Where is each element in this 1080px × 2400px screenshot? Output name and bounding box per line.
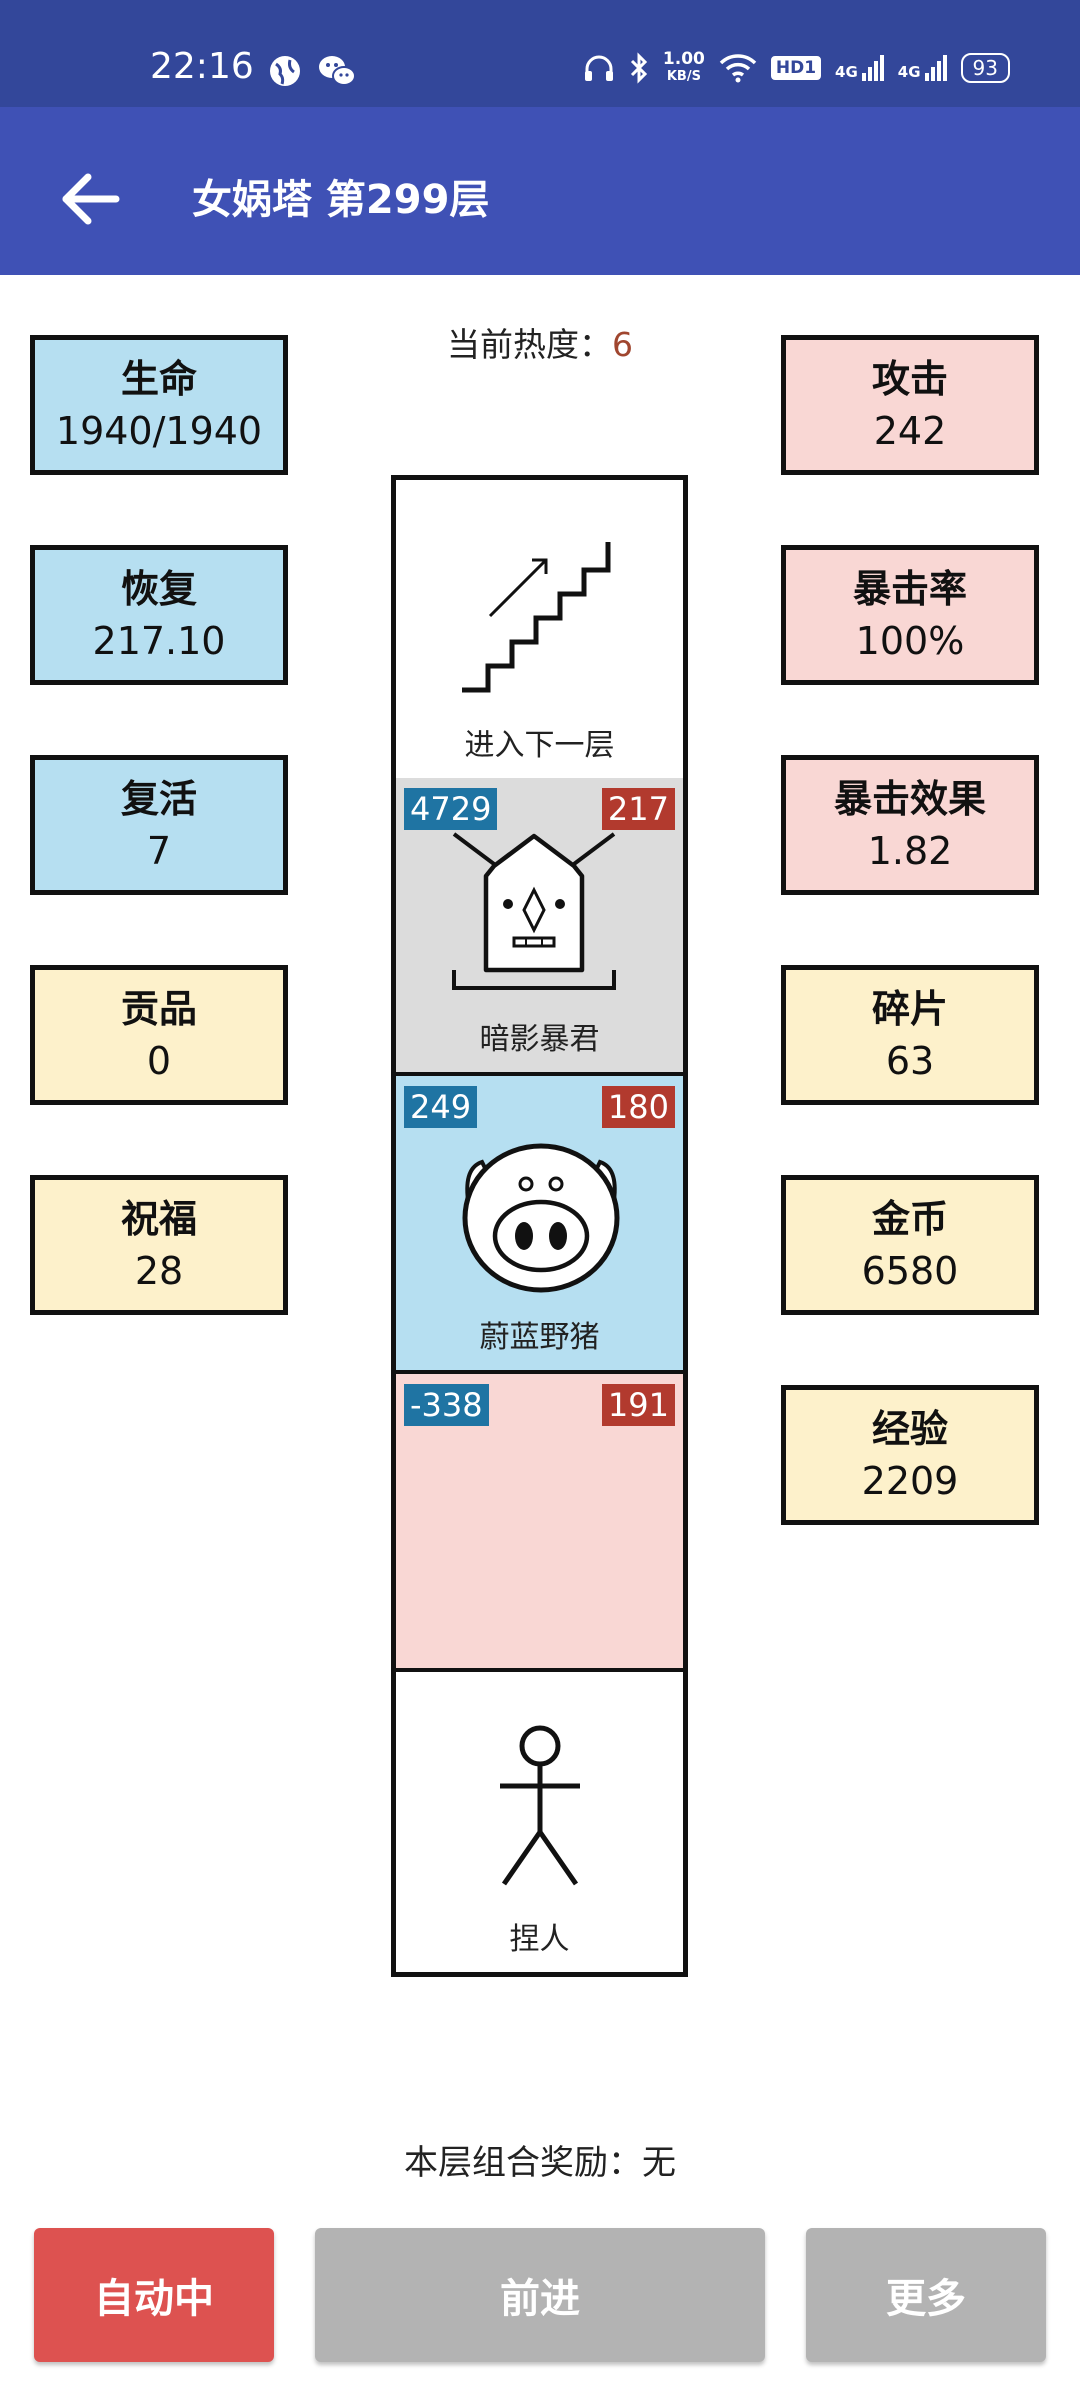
reward-label: 本层组合奖励： [404, 2143, 642, 2183]
current-heat: 当前热度：6 [0, 318, 1080, 366]
stat-crit-effect: 暴击效果 1.82 [781, 755, 1039, 895]
stick-figure-icon [500, 1725, 580, 1886]
battery-icon: 93 [960, 53, 1010, 83]
stat-hp: 生命 1940/1940 [30, 335, 288, 475]
enemy-attack-badge: 180 [601, 1086, 675, 1128]
enemy-hp-badge: 4729 [404, 788, 498, 830]
heat-value: 6 [612, 325, 633, 364]
hd-icon: HD1 [770, 56, 822, 80]
status-time: 22:16 [150, 46, 254, 87]
stat-attack: 攻击 242 [781, 335, 1039, 475]
stat-revive: 复活 7 [30, 755, 288, 895]
enemy-name: 暗影暴君 [479, 1022, 600, 1057]
stat-blessing: 祝福 28 [30, 1175, 288, 1315]
page-title: 女娲塔 第299层 [192, 177, 490, 223]
floor-combo-reward: 本层组合奖励：无 [0, 2135, 1080, 2184]
forward-button[interactable]: 前进 [315, 2228, 765, 2362]
heat-label: 当前热度： [447, 325, 612, 364]
app-bar: 女娲塔 第299层 [0, 107, 1080, 275]
globe-icon [270, 56, 300, 86]
stat-experience: 经验 2209 [781, 1385, 1039, 1525]
status-bar: 22:16 1.00 KB/S [0, 0, 1080, 107]
enemy-hp-badge: -338 [404, 1384, 489, 1426]
enemy-attack-badge: 191 [601, 1384, 675, 1426]
shadow-tyrant-icon [452, 832, 616, 990]
signal-icon: 4G [835, 55, 884, 81]
tower-cell-unknown[interactable]: -338 191 [396, 1374, 683, 1672]
more-button[interactable]: 更多 [806, 2228, 1046, 2362]
tower-cell-enemy-shadow-tyrant[interactable]: 4729 217 暗影暴君 [396, 778, 683, 1076]
stairs-icon [462, 542, 611, 693]
boar-icon [462, 1143, 620, 1293]
auto-button[interactable]: 自动中 [34, 2228, 274, 2362]
network-speed: 1.00 KB/S [662, 49, 705, 84]
stat-gold: 金币 6580 [781, 1175, 1039, 1315]
tower-cell-enemy-azure-boar[interactable]: 249 180 蔚蓝野猪 [396, 1076, 683, 1374]
stat-regen: 恢复 217.10 [30, 545, 288, 685]
wifi-icon [719, 54, 757, 83]
headphones-icon [584, 55, 613, 81]
stat-offering: 贡品 0 [30, 965, 288, 1105]
stat-fragments: 碎片 63 [781, 965, 1039, 1105]
bluetooth-icon [630, 52, 648, 84]
back-arrow-icon[interactable] [52, 159, 132, 239]
stairs-label: 进入下一层 [464, 728, 615, 763]
tower-cell-player[interactable]: 捏人 [396, 1672, 683, 1972]
signal-icon-2: 4G [898, 55, 947, 81]
enemy-hp-badge: 249 [404, 1086, 478, 1128]
wechat-icon [319, 56, 356, 86]
stat-crit-rate: 暴击率 100% [781, 545, 1039, 685]
reward-value: 无 [642, 2143, 676, 2183]
enemy-name: 蔚蓝野猪 [479, 1320, 600, 1355]
enemy-attack-badge: 217 [601, 788, 675, 830]
tower-column: 进入下一层 4729 217 暗影暴君 249 180 [391, 475, 688, 1977]
tower-cell-stairs[interactable]: 进入下一层 [396, 480, 683, 782]
player-label: 捏人 [509, 1922, 570, 1957]
